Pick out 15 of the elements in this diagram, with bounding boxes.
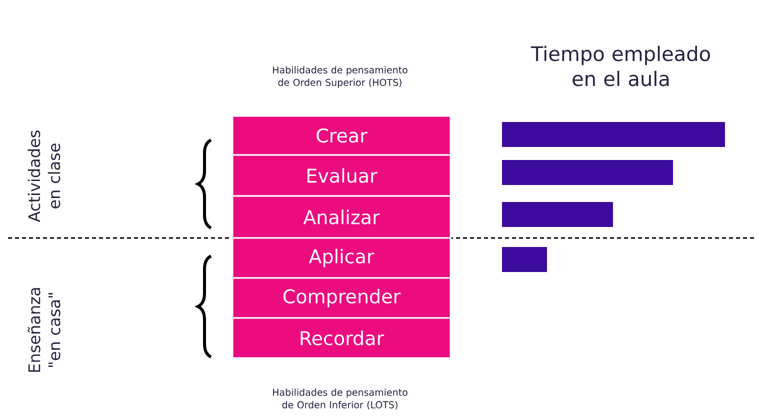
level-caption: Habilidades de pensamiento de Orden Superior (HOTS) (273, 66, 408, 88)
side-label: Actividades en clase (28, 130, 60, 222)
bar (502, 202, 613, 227)
level-caption: Habilidades de pensamiento de Orden Inferior (LOTS) (273, 388, 408, 410)
level-box: Aplicar (232, 237, 452, 279)
level-box: Comprender (232, 277, 452, 319)
bar (502, 247, 547, 272)
level-box: Evaluar (232, 154, 452, 197)
level-box: Crear (232, 115, 452, 156)
level-box: Analizar (232, 195, 452, 239)
bar (502, 160, 673, 185)
bar (502, 122, 725, 147)
level-box: Recordar (232, 317, 452, 359)
heading: Tiempo empleado en el aula (530, 46, 710, 86)
side-label: Enseñanza "en casa" (28, 288, 60, 372)
